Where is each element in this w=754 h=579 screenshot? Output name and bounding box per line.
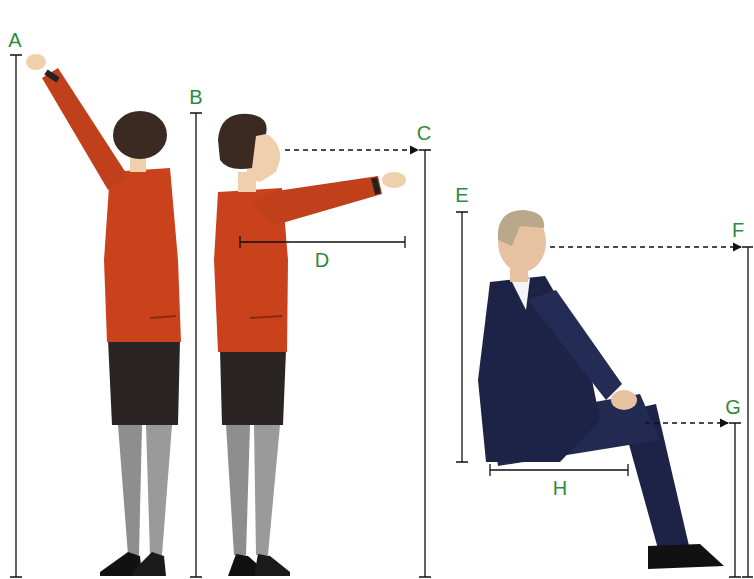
dimension-letter: G: [723, 396, 743, 418]
hands: [611, 390, 637, 410]
shoe: [648, 544, 724, 569]
dashed-arrow: [645, 422, 728, 423]
dashed-arrow: [550, 246, 741, 247]
dimension-line: [190, 113, 202, 577]
dimension-line: [240, 236, 405, 248]
dimension-line: [742, 247, 753, 577]
dimension-letter: D: [313, 249, 331, 271]
arm: [528, 290, 622, 400]
dimension-line: [456, 212, 468, 462]
dashed-arrow: [285, 149, 418, 150]
cuff: [46, 72, 58, 80]
dimension-line: [419, 150, 431, 577]
forward-arm: [252, 176, 382, 226]
jacket: [104, 168, 181, 342]
standing-woman-reaching-up: [26, 54, 181, 576]
dimension-letter: F: [730, 219, 746, 241]
pocket: [250, 316, 282, 318]
leg: [226, 425, 250, 555]
leg: [118, 425, 142, 555]
dimension-letter: A: [6, 29, 23, 51]
dimension-line: [10, 55, 22, 577]
shirt-collar: [512, 278, 530, 310]
pocket: [150, 316, 176, 318]
hair: [498, 210, 544, 246]
shoe: [254, 554, 290, 576]
hand: [382, 172, 406, 188]
shoe: [132, 552, 166, 576]
hand: [26, 54, 46, 70]
dimension-lines: [10, 55, 753, 577]
dimension-letter: H: [551, 477, 569, 499]
leg: [146, 425, 172, 555]
skirt: [220, 350, 286, 425]
dimension-line: [729, 423, 741, 577]
dimension-line: [490, 464, 628, 476]
dimension-letter: B: [187, 86, 204, 108]
skirt: [108, 340, 180, 425]
dimension-letter: C: [415, 122, 433, 144]
hair: [218, 114, 267, 169]
cuff: [374, 178, 378, 194]
hair: [113, 111, 167, 159]
leg: [254, 425, 280, 555]
dimension-letter: E: [453, 184, 470, 206]
standing-woman-reaching-forward: [214, 114, 406, 576]
seated-man: [478, 210, 724, 569]
